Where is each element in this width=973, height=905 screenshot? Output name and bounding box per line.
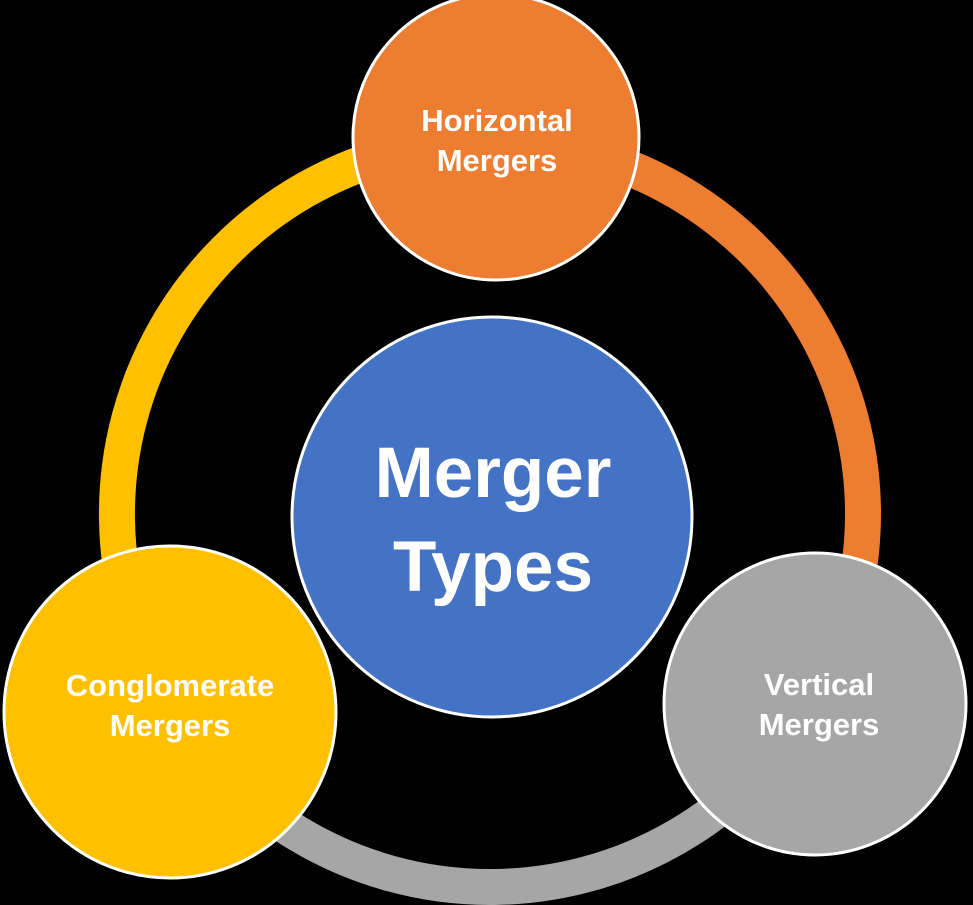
label-line: Merger (374, 434, 612, 513)
label-horizontal-mergers: Horizontal Mergers (421, 101, 573, 181)
node-circle-conglomerate-mergers (2, 544, 338, 880)
label-merger-types: Merger Types (375, 427, 612, 615)
label-line: Horizontal (421, 103, 573, 138)
label-line: Mergers (758, 707, 880, 742)
label-line: Conglomerate (65, 668, 275, 703)
center-circle-merger-types (290, 315, 694, 719)
label-line: Vertical (763, 667, 875, 702)
label-vertical-mergers: Vertical Mergers (759, 665, 880, 745)
label-line: Mergers (436, 143, 558, 178)
label-line: Types (393, 528, 593, 607)
node-circle-vertical-mergers (662, 551, 968, 857)
node-circle-horizontal-mergers (351, 0, 641, 282)
label-line: Mergers (109, 708, 231, 743)
label-conglomerate-mergers: Conglomerate Mergers (66, 666, 274, 746)
